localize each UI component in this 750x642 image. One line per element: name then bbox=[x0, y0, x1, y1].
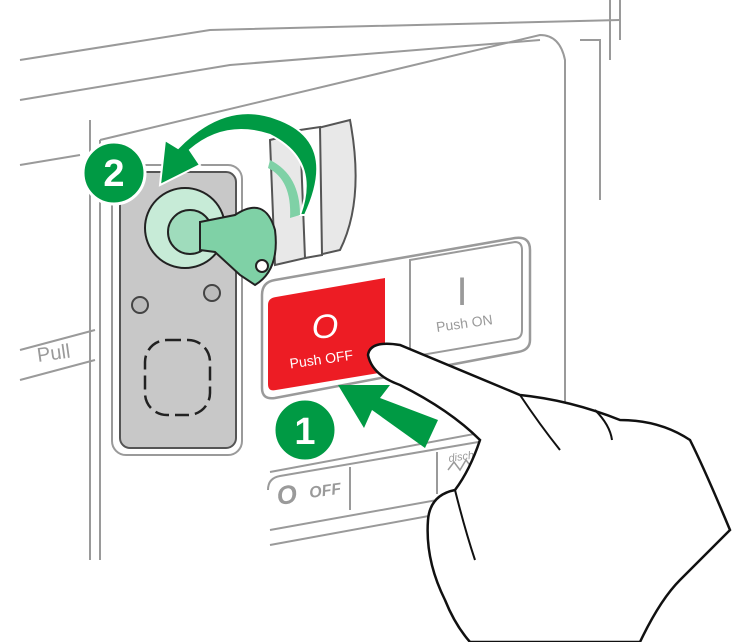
rotate-arrow-tail bbox=[268, 160, 300, 218]
pull-label: Pull bbox=[36, 341, 72, 367]
on-label: Push ON bbox=[435, 311, 493, 335]
push-arrow-icon bbox=[338, 385, 438, 448]
hand-icon bbox=[366, 342, 732, 642]
housing-outline bbox=[19, 0, 621, 560]
off-indicator-symbol: O bbox=[275, 478, 299, 511]
push-off-button[interactable]: O Push OFF bbox=[268, 278, 385, 391]
push-on-button[interactable]: I Push ON bbox=[409, 240, 523, 359]
svg-text:2: 2 bbox=[103, 153, 124, 195]
svg-text:1: 1 bbox=[294, 411, 315, 453]
rotate-arrow-icon bbox=[158, 112, 319, 216]
disch-indicator-text: disch. bbox=[448, 449, 478, 465]
on-symbol: I bbox=[456, 270, 467, 314]
off-indicator-text: OFF bbox=[308, 481, 343, 502]
step-2-badge: 2 bbox=[81, 140, 147, 206]
key-lock bbox=[144, 187, 277, 287]
off-symbol: O bbox=[312, 308, 338, 346]
step-1-badge: 1 bbox=[272, 397, 338, 463]
